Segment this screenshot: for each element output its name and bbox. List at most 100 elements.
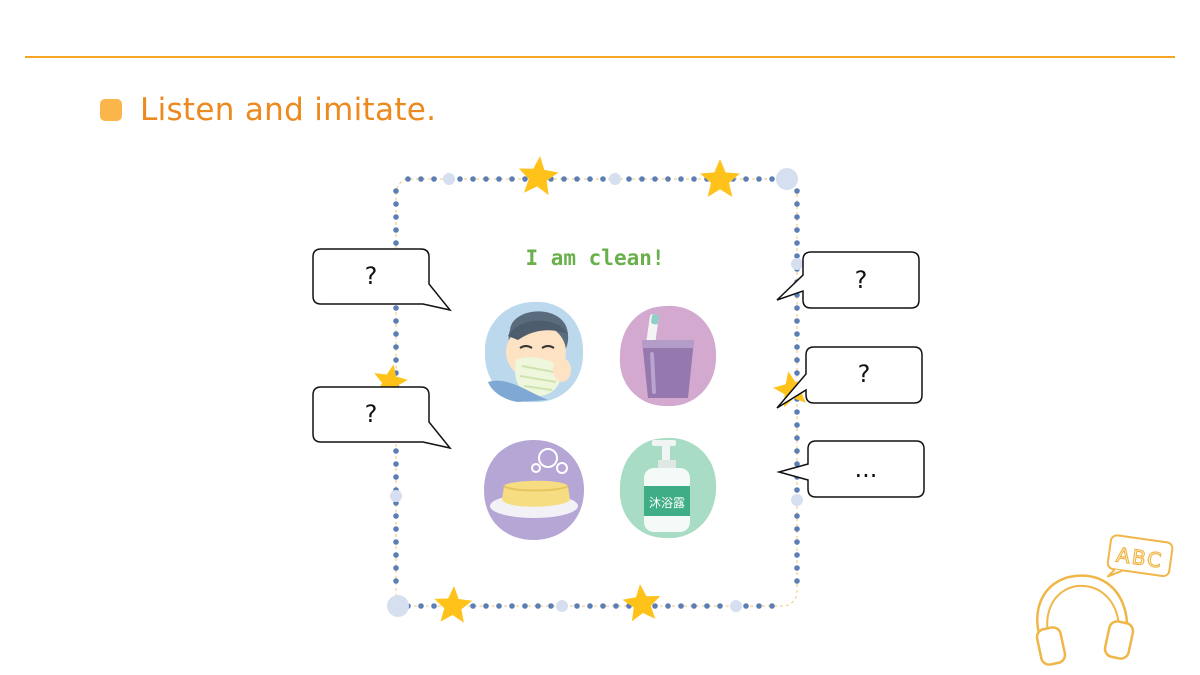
bubble-1-text: ? (364, 262, 378, 290)
star-icon (434, 586, 473, 623)
frame-bubble-dot (730, 600, 742, 612)
listening-decoration: ABC (1025, 528, 1185, 668)
frame-dot (509, 603, 515, 609)
frame-dot (393, 539, 399, 545)
frame-dot (393, 214, 399, 220)
frame-dot (393, 474, 399, 480)
star-icon (622, 584, 661, 622)
cup-icon (619, 305, 717, 407)
frame-bubble-dot (443, 173, 455, 185)
frame-dot (393, 526, 399, 532)
toothbrush-cup-picture[interactable] (612, 300, 724, 412)
frame-dot (393, 305, 399, 311)
frame-dot (393, 331, 399, 337)
frame-dot (794, 331, 800, 337)
frame-dot (574, 176, 580, 182)
star-icon (700, 159, 740, 197)
shower-gel-picture[interactable]: 沐浴露 (612, 432, 724, 544)
frame-dot (652, 603, 658, 609)
bubble-5-text: ... (854, 455, 878, 483)
frame-dot (393, 578, 399, 584)
frame-dot (794, 513, 800, 519)
frame-dot (393, 513, 399, 519)
frame-dot (794, 435, 800, 441)
frame-dot (691, 603, 697, 609)
frame-dot (626, 176, 632, 182)
star-icon (773, 371, 809, 408)
frame-dot (652, 176, 658, 182)
frame-dot (665, 603, 671, 609)
frame-dot (743, 176, 749, 182)
bubble-2-text: ? (364, 400, 378, 428)
frame-dot (769, 176, 775, 182)
frame-dot (794, 461, 800, 467)
frame-dot (794, 526, 800, 532)
shower-gel-bottle-icon: 沐浴露 (619, 437, 717, 539)
frame-dot (393, 357, 399, 363)
frame-dot (548, 603, 554, 609)
frame-bubble-dot (390, 490, 402, 502)
frame-dot (691, 176, 697, 182)
frame-dot (794, 578, 800, 584)
frame-dot (393, 448, 399, 454)
frame-dot (470, 176, 476, 182)
frame-dot (393, 461, 399, 467)
frame-dot (418, 176, 424, 182)
frame-dot (794, 214, 800, 220)
frame-dot (393, 344, 399, 350)
frame-bubble-dot (791, 258, 803, 270)
card-title: I am clean! (525, 246, 665, 270)
frame-dot (587, 176, 593, 182)
frame-dot (794, 370, 800, 376)
wash-face-picture[interactable] (478, 296, 590, 408)
headphones-icon: ABC (1035, 534, 1174, 666)
star-icon (518, 156, 559, 196)
frame-bubble-dot (776, 168, 798, 190)
frame-dot (457, 176, 463, 182)
soap-icon (484, 440, 584, 540)
frame-dot (405, 176, 411, 182)
frame-dot (794, 565, 800, 571)
frame-dot (393, 565, 399, 571)
frame-dot (393, 201, 399, 207)
frame-dot (794, 305, 800, 311)
frame-dot (561, 176, 567, 182)
frame-dot (756, 176, 762, 182)
frame-dot (794, 240, 800, 246)
frame-dot (794, 253, 800, 259)
frame-dot (496, 176, 502, 182)
frame-dot (665, 176, 671, 182)
frame-dot (704, 603, 710, 609)
frame-dot (794, 487, 800, 493)
soap-picture[interactable] (478, 434, 590, 546)
boy-towel-icon (484, 301, 584, 403)
frame-dot (483, 176, 489, 182)
frame-dot (794, 409, 800, 415)
frame-dot (393, 318, 399, 324)
frame-dot (431, 603, 437, 609)
frame-dot (393, 552, 399, 558)
frame-dot (393, 227, 399, 233)
frame-bubble-dot (609, 173, 621, 185)
top-divider (25, 56, 1175, 58)
frame-dot (743, 603, 749, 609)
heading-text: Listen and imitate. (140, 92, 437, 128)
frame-dot (574, 603, 580, 609)
frame-dot (393, 240, 399, 246)
frame-bubble-dot (556, 600, 568, 612)
frame-dot (639, 176, 645, 182)
frame-dot (431, 176, 437, 182)
shower-gel-label: 沐浴露 (649, 496, 685, 510)
section-heading: Listen and imitate. (100, 92, 436, 128)
frame-dot (418, 603, 424, 609)
frame-dot (794, 422, 800, 428)
frame-dot (794, 201, 800, 207)
bubble-4-text: ? (857, 360, 871, 388)
frame-dot (483, 603, 489, 609)
frame-dot (587, 603, 593, 609)
frame-dot (794, 448, 800, 454)
frame-dot (794, 188, 800, 194)
frame-dot (794, 539, 800, 545)
frame-dot (535, 603, 541, 609)
